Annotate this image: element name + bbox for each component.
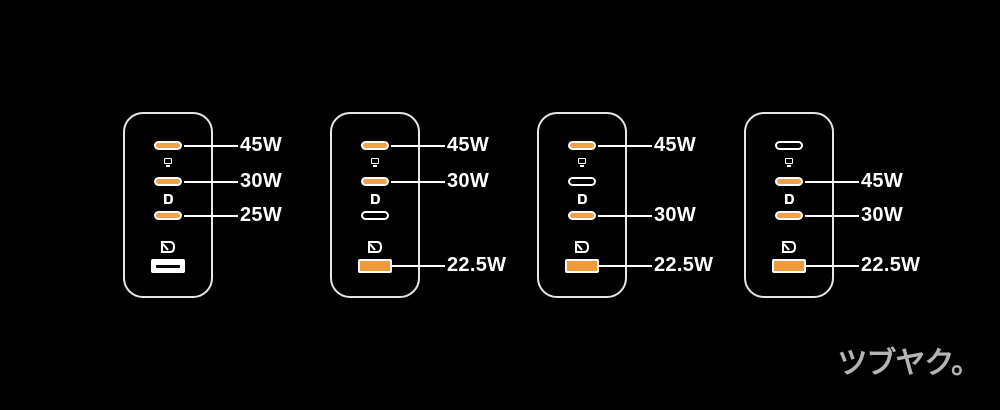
usb-c-port [361,211,389,220]
brand-logo: ツブヤク。 [837,346,981,381]
leader-line [391,181,445,183]
port-output-label: 30W [240,170,283,192]
charger-3 [537,112,627,298]
power-delivery-icon [368,241,382,253]
usb-c-port [568,177,596,186]
leader-line [805,181,859,183]
usb-c-port [775,211,803,220]
power-delivery-icon [371,194,380,204]
power-delivery-icon [782,241,796,253]
port-output-label: 45W [861,170,904,192]
usb-c-port [154,211,182,220]
usb-c-glyph-icon [785,158,793,167]
usb-c-port [361,141,389,150]
usb-c-glyph-icon [164,158,172,167]
usb-a-port [772,259,806,273]
usb-c-port [154,177,182,186]
charger-1 [123,112,213,298]
port-output-label: 22.5W [861,254,921,276]
port-output-label: 45W [654,134,697,156]
leader-line [184,181,238,183]
usb-a-port [151,259,185,273]
power-delivery-icon [164,194,173,204]
leader-line [392,265,445,267]
usb-c-port [568,211,596,220]
port-output-label: 45W [447,134,490,156]
power-delivery-icon [161,241,175,253]
leader-line [805,215,859,217]
usb-a-port [358,259,392,273]
power-delivery-icon [578,194,587,204]
leader-line [391,145,445,147]
leader-line [598,215,652,217]
port-output-label: 30W [447,170,490,192]
usb-c-port [361,177,389,186]
usb-c-glyph-icon [578,158,586,167]
leader-line [184,215,238,217]
usb-a-port [565,259,599,273]
port-output-label: 25W [240,204,283,226]
usb-c-port [775,177,803,186]
leader-line [184,145,238,147]
usb-c-port [775,141,803,150]
leader-line [599,265,652,267]
port-output-label: 22.5W [654,254,714,276]
leader-line [806,265,859,267]
usb-c-port [154,141,182,150]
port-output-label: 30W [654,204,697,226]
port-output-label: 45W [240,134,283,156]
charger-4 [744,112,834,298]
usb-c-glyph-icon [371,158,379,167]
charger-2 [330,112,420,298]
leader-line [598,145,652,147]
usb-c-port [568,141,596,150]
power-delivery-icon [575,241,589,253]
port-output-label: 30W [861,204,904,226]
port-output-label: 22.5W [447,254,507,276]
power-delivery-icon [785,194,794,204]
